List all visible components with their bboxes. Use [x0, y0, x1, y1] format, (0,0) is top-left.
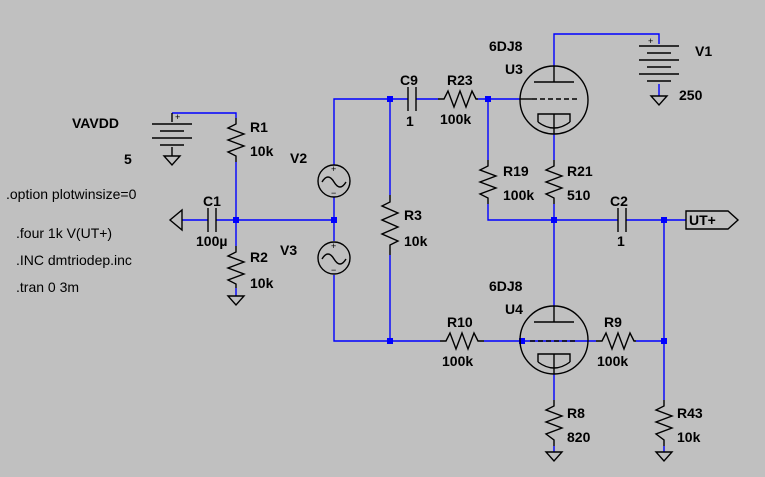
- label-r9-name: R9: [604, 314, 622, 330]
- spice-directive: .option plotwinsize=0: [6, 186, 137, 202]
- label-r19-value: 100k: [503, 187, 534, 203]
- junction-dot: [661, 217, 667, 223]
- label-c9-value: 1: [406, 113, 414, 129]
- ground-r2: [226, 295, 246, 307]
- resistor-r3[interactable]: [380, 195, 400, 255]
- source-v2[interactable]: + −: [317, 164, 351, 198]
- resistor-r2[interactable]: [226, 246, 246, 288]
- polarity-minus: −: [331, 188, 336, 198]
- spice-directive: .tran 0 3m: [16, 279, 79, 295]
- resistor-r9[interactable]: [596, 331, 636, 351]
- ground-vavdd: [162, 155, 182, 167]
- label-r19-name: R19: [503, 163, 529, 179]
- junction-dot: [387, 96, 393, 102]
- polarity-plus: +: [648, 36, 653, 46]
- label-r21-name: R21: [567, 163, 593, 179]
- label-r23-value: 100k: [440, 111, 471, 127]
- label-r10-value: 100k: [442, 353, 473, 369]
- ground-v1: [649, 95, 669, 107]
- label-c1-name: C1: [203, 193, 221, 209]
- label-u3-model: 6DJ8: [489, 38, 523, 54]
- wire-v2-top: [333, 98, 408, 165]
- wires: [172, 33, 686, 452]
- source-v3[interactable]: + −: [317, 241, 351, 275]
- label-output: UT+: [689, 212, 716, 228]
- junction-dot: [661, 338, 667, 344]
- label-c2-name: C2: [610, 193, 628, 209]
- junction-dot: [519, 338, 525, 344]
- resistor-r19[interactable]: [478, 160, 498, 204]
- label-r43-value: 10k: [677, 429, 701, 445]
- wire-vavdd-r1: [172, 112, 237, 118]
- resistor-r23[interactable]: [438, 89, 478, 109]
- label-u3-name: U3: [505, 61, 523, 77]
- resistor-r21[interactable]: [544, 160, 564, 204]
- battery-vavdd[interactable]: +: [152, 112, 192, 156]
- resistor-r1[interactable]: [226, 118, 246, 162]
- resistor-r10[interactable]: [440, 331, 484, 351]
- polarity-plus: +: [175, 112, 180, 122]
- junction-dot: [233, 217, 239, 223]
- resistor-r43[interactable]: [654, 400, 674, 446]
- label-vavdd-name: VAVDD: [72, 115, 119, 131]
- spice-directive: .INC dmtriodep.inc: [16, 252, 132, 268]
- label-r8-name: R8: [567, 405, 585, 421]
- wire-u3-plate: [553, 33, 660, 66]
- label-r3-name: R3: [404, 207, 422, 223]
- junction-dot: [331, 217, 337, 223]
- ground-r8: [544, 451, 564, 463]
- ground-r43: [654, 451, 674, 463]
- label-r43-name: R43: [677, 405, 703, 421]
- polarity-minus: −: [331, 265, 336, 275]
- label-c2-value: 1: [617, 233, 625, 249]
- capacitor-c2[interactable]: [617, 208, 627, 232]
- label-r2-name: R2: [250, 249, 268, 265]
- junction-dot: [387, 338, 393, 344]
- label-r9-value: 100k: [597, 353, 628, 369]
- spice-directive: .four 1k V(UT+): [16, 225, 112, 241]
- junctions: [233, 96, 667, 344]
- label-r1-name: R1: [250, 119, 268, 135]
- polarity-plus: +: [331, 241, 336, 251]
- capacitor-c1[interactable]: [207, 208, 217, 232]
- capacitor-c9[interactable]: [407, 87, 417, 111]
- label-v1-value: 250: [679, 87, 703, 103]
- triode-u3[interactable]: [519, 65, 589, 135]
- label-v1-name: V1: [695, 43, 712, 59]
- triode-u4[interactable]: [519, 305, 589, 375]
- label-c9-name: C9: [400, 72, 418, 88]
- wire-v3-bottom: [333, 275, 440, 342]
- label-vavdd-value: 5: [124, 151, 132, 167]
- polarity-plus: +: [331, 164, 336, 174]
- wire-r19-bottom: [487, 204, 552, 221]
- label-r21-value: 510: [567, 187, 591, 203]
- label-v3-name: V3: [280, 242, 297, 258]
- junction-dot: [551, 217, 557, 223]
- battery-v1[interactable]: +: [639, 36, 679, 82]
- label-r3-value: 10k: [404, 233, 428, 249]
- label-v2-name: V2: [290, 150, 307, 166]
- label-u4-model: 6DJ8: [489, 278, 523, 294]
- label-r8-value: 820: [567, 429, 591, 445]
- label-r10-name: R10: [447, 314, 473, 330]
- label-u4-name: U4: [505, 301, 523, 317]
- junction-dot: [485, 96, 491, 102]
- label-r2-value: 10k: [250, 275, 274, 291]
- label-c1-value: 100µ: [196, 233, 227, 249]
- ground-left: [168, 208, 183, 232]
- resistor-r8[interactable]: [544, 400, 564, 446]
- output-port[interactable]: UT+: [685, 210, 740, 230]
- label-r23-name: R23: [447, 72, 473, 88]
- label-r1-value: 10k: [250, 143, 274, 159]
